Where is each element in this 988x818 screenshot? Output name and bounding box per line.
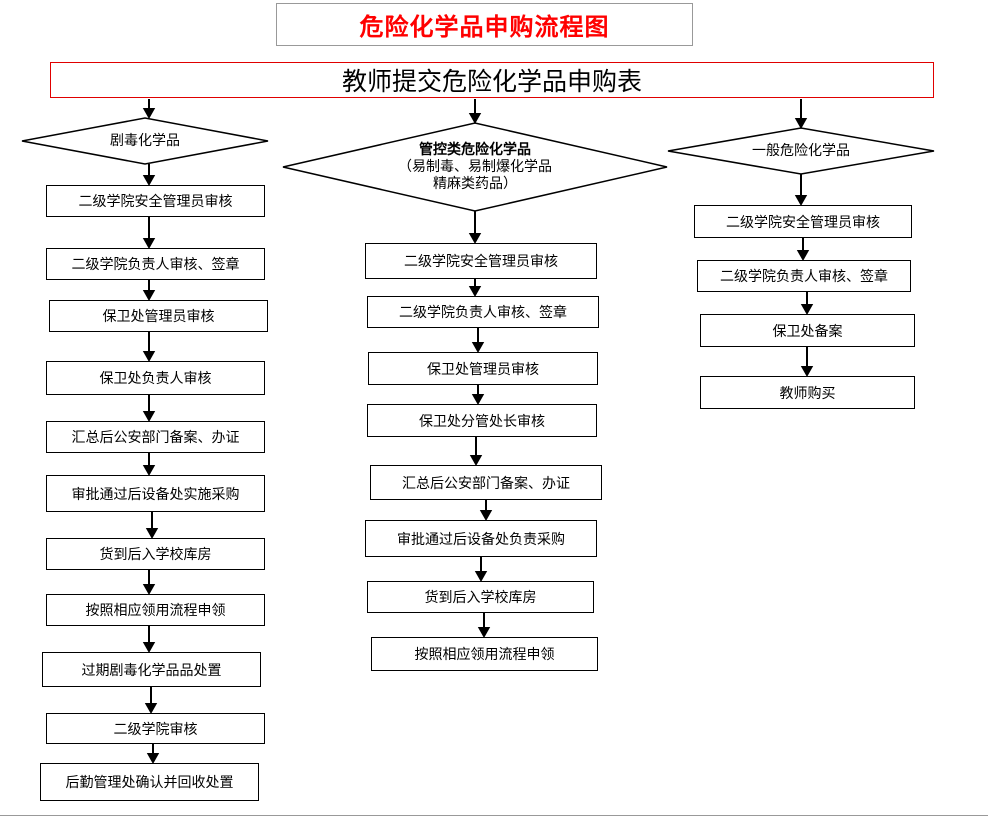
left-step-label: 保卫处管理员审核 — [102, 309, 215, 325]
left-step: 过期剧毒化学品品处置 — [42, 652, 261, 687]
middle-step-label: 二级学院安全管理员审核 — [404, 254, 558, 270]
flow-arrow-head — [800, 366, 814, 378]
middle-step: 按照相应领用流程申领 — [371, 637, 598, 671]
left-step: 审批通过后设备处实施采购 — [46, 475, 265, 512]
submit-form-step: 教师提交危险化学品申购表 — [50, 62, 934, 98]
left-step: 二级学院安全管理员审核 — [46, 185, 265, 217]
bottom-divider — [0, 815, 988, 816]
right-step: 二级学院安全管理员审核 — [694, 205, 912, 238]
flow-arrow-head — [800, 304, 814, 316]
right-step-label: 二级学院负责人审核、签章 — [720, 269, 888, 285]
left-step: 保卫处管理员审核 — [49, 300, 268, 332]
left-step-label: 保卫处负责人审核 — [99, 371, 212, 387]
middle-decision-detail-2: 精麻类药品） — [433, 176, 517, 192]
flow-arrow-head — [474, 571, 488, 583]
middle-step-label: 货到后入学校库房 — [424, 590, 537, 606]
right-decision-label: 一般危险化学品 — [751, 143, 851, 160]
flow-arrow-head — [794, 118, 808, 130]
left-step: 二级学院负责人审核、签章 — [46, 248, 265, 280]
flow-arrow-head — [145, 528, 159, 540]
diagram-title-box: 危险化学品申购流程图 — [276, 3, 693, 46]
left-step: 后勤管理处确认并回收处置 — [40, 763, 259, 801]
middle-decision-label: 管控类危险化学品 （易制毒、易制爆化学品 精麻类药品） — [375, 142, 575, 193]
middle-step: 二级学院安全管理员审核 — [365, 243, 597, 279]
middle-decision-detail-1: （易制毒、易制爆化学品 — [398, 159, 552, 175]
flow-arrow-head — [142, 642, 156, 654]
flow-arrow-head — [468, 113, 482, 125]
flow-arrow-head — [468, 233, 482, 245]
left-step: 货到后入学校库房 — [46, 538, 265, 570]
flow-arrow-head — [468, 286, 482, 298]
middle-step-label: 按照相应领用流程申领 — [414, 647, 555, 663]
left-decision-diamond — [21, 117, 269, 165]
right-step: 教师购买 — [700, 376, 915, 409]
flow-arrow-head — [794, 195, 808, 207]
middle-step: 二级学院负责人审核、签章 — [367, 296, 599, 328]
left-step-label: 二级学院负责人审核、签章 — [71, 257, 240, 273]
left-step: 按照相应领用流程申领 — [46, 594, 265, 626]
diagram-title: 危险化学品申购流程图 — [359, 13, 610, 41]
flow-arrow-head — [142, 584, 156, 596]
middle-step: 保卫处分管处长审核 — [367, 404, 597, 437]
right-step-label: 保卫处备案 — [772, 323, 843, 340]
middle-step: 货到后入学校库房 — [367, 581, 594, 613]
right-step-label: 二级学院安全管理员审核 — [726, 214, 880, 231]
left-step-label: 后勤管理处确认并回收处置 — [65, 775, 234, 791]
flow-arrow-head — [469, 455, 483, 467]
middle-step: 保卫处管理员审核 — [368, 352, 598, 385]
middle-step-label: 审批通过后设备处负责采购 — [397, 531, 565, 548]
left-step-label: 二级学院审核 — [113, 721, 198, 738]
left-step-label: 货到后入学校库房 — [99, 547, 212, 563]
flow-arrow-head — [142, 108, 156, 120]
right-step: 保卫处备案 — [700, 314, 915, 347]
middle-step-label: 保卫处管理员审核 — [427, 361, 539, 378]
middle-step-label: 保卫处分管处长审核 — [419, 413, 545, 430]
flow-arrow-head — [477, 627, 491, 639]
flow-arrow-head — [142, 351, 156, 363]
left-step-label: 审批通过后设备处实施采购 — [71, 486, 240, 503]
middle-decision-title: 管控类危险化学品 — [419, 142, 531, 158]
right-decision-text: 一般危险化学品 — [752, 143, 850, 159]
submit-form-label: 教师提交危险化学品申购表 — [341, 67, 642, 96]
flow-arrow-head — [471, 394, 485, 406]
middle-step-label: 二级学院负责人审核、签章 — [399, 305, 567, 321]
middle-step-label: 汇总后公安部门备案、办证 — [402, 475, 570, 492]
left-step: 汇总后公安部门备案、办证 — [46, 421, 265, 453]
left-decision-label: 剧毒化学品 — [95, 133, 195, 150]
flow-arrow-head — [142, 175, 156, 187]
diamond-shapes — [21, 117, 935, 212]
left-step-label: 二级学院安全管理员审核 — [78, 194, 233, 210]
flow-arrow-head — [796, 250, 810, 262]
middle-step: 汇总后公安部门备案、办证 — [370, 465, 602, 500]
left-decision-text: 剧毒化学品 — [110, 133, 180, 149]
middle-step: 审批通过后设备处负责采购 — [365, 520, 597, 557]
right-decision-diamond — [667, 127, 935, 175]
flow-arrow-head — [142, 465, 156, 477]
left-step: 二级学院审核 — [46, 713, 265, 744]
right-step: 二级学院负责人审核、签章 — [697, 260, 911, 292]
left-step-label: 过期剧毒化学品品处置 — [81, 662, 222, 679]
right-step-label: 教师购买 — [779, 385, 836, 402]
flow-arrow-head — [471, 342, 485, 354]
flow-arrow-head — [142, 238, 156, 250]
flow-arrow-head — [142, 411, 156, 423]
left-step-label: 按照相应领用流程申领 — [85, 603, 226, 619]
flow-arrow-head — [479, 510, 493, 522]
left-step-label: 汇总后公安部门备案、办证 — [71, 430, 240, 446]
flow-arrow-head — [146, 753, 160, 765]
flow-arrow-head — [144, 703, 158, 715]
flow-arrow-head — [142, 290, 156, 302]
left-step: 保卫处负责人审核 — [46, 361, 265, 395]
middle-decision-diamond — [282, 122, 668, 212]
